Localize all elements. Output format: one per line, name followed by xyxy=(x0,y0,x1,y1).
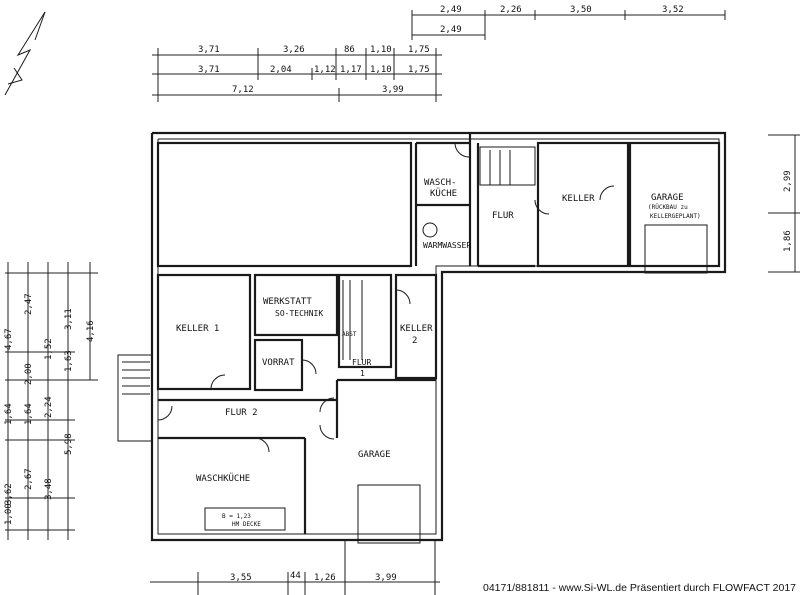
north-arrow-icon xyxy=(4,11,46,96)
room-label-vorrat: VORRAT xyxy=(262,358,295,368)
dim-label: 2,49 xyxy=(440,25,462,35)
dimension-top: 3,71 3,26 86 1,10 1,75 3,71 2,04 1,12 1,… xyxy=(152,45,442,102)
dim-label: 3,71 xyxy=(198,45,220,55)
room-label-keller-1: KELLER 1 xyxy=(176,324,219,334)
dim-label: 3,71 xyxy=(198,65,220,75)
dim-label: 1,12 xyxy=(314,65,336,75)
dim-label: 1,75 xyxy=(408,45,430,55)
door-swings xyxy=(157,142,615,453)
room-label-keller-top: KELLER xyxy=(562,194,595,204)
dim-label: 2,24 xyxy=(44,396,54,418)
room-label-flur-top: FLUR xyxy=(492,211,514,221)
dim-label: 2,04 xyxy=(270,65,292,75)
dim-label: 1,26 xyxy=(314,573,336,583)
room-label-flur-2: FLUR 2 xyxy=(225,408,258,418)
dim-label: 3,50 xyxy=(570,5,592,15)
dim-label: 86 xyxy=(344,45,355,55)
dim-label: 5,98 xyxy=(64,433,74,455)
dim-label: 3,99 xyxy=(375,573,397,583)
dim-label: 3,11 xyxy=(64,308,74,330)
room-label-flur-1-num: 1 xyxy=(360,369,365,378)
dim-label: 1,64 xyxy=(4,403,14,425)
dim-label: 3,55 xyxy=(230,573,252,583)
dim-label: 1,75 xyxy=(408,65,430,75)
dim-label: 2,26 xyxy=(500,5,522,15)
dim-label: 1,86 xyxy=(783,230,793,252)
outer-walls xyxy=(150,131,727,542)
dim-label: 2,47 xyxy=(24,293,34,315)
room-label-warmwasser: WARMWASSER xyxy=(423,241,471,250)
dim-label: 3,99 xyxy=(382,85,404,95)
dim-label: 3,52 xyxy=(662,5,684,15)
dim-label: 1,10 xyxy=(370,45,392,55)
room-label-flur-1: FLUR xyxy=(352,358,371,367)
room-label-keller-2-num: 2 xyxy=(412,336,417,346)
room-label-werkstatt: WERKSTATT xyxy=(263,297,312,307)
room-label-keller-2: KELLER xyxy=(400,324,433,334)
dim-label: 3,48 xyxy=(44,478,54,500)
dim-label: 2,67 xyxy=(24,468,34,490)
room-note: (RÜCKBAU zu xyxy=(648,204,688,211)
dim-label: 4,67 xyxy=(4,328,14,350)
room-label-waschkueche-top: WASCH- xyxy=(424,178,457,188)
room-note: KELLERGEPLANT) xyxy=(650,213,701,220)
room-label-garage-top: GARAGE xyxy=(651,193,684,203)
dimension-right: 2,99 1,86 xyxy=(768,134,800,273)
room-label-waschkueche-top-2: KÜCHE xyxy=(430,188,457,199)
dim-label: 2,00 xyxy=(24,363,34,385)
dimension-bottom: 3,55 44 1,26 3,99 xyxy=(150,571,440,595)
dim-label: 1,64 xyxy=(24,403,34,425)
interior-walls xyxy=(117,133,721,595)
room-note: B = 1,23 xyxy=(222,513,251,520)
dim-label: 2,49 xyxy=(440,5,462,15)
room-label-waschkueche-bottom: WASCHKÜCHE xyxy=(196,473,250,484)
dim-label: 1,63 xyxy=(64,350,74,372)
dim-label: 3,62 xyxy=(4,483,14,505)
dim-label: 7,12 xyxy=(232,85,254,95)
footer-credit: 04171/881811 - www.Si-WL.de Präsentiert … xyxy=(480,582,798,594)
dim-label: 3,26 xyxy=(283,45,305,55)
dim-label: 1,00 xyxy=(4,503,14,525)
room-label-so-technik: SO-TECHNIK xyxy=(275,309,323,318)
dim-label: 44 xyxy=(290,571,301,581)
dim-label: 1,17 xyxy=(340,65,362,75)
dimension-top-right: 2,49 2,26 3,50 3,52 2,49 xyxy=(411,5,726,40)
dimension-left: 4,67 1,64 3,62 1,00 2,47 2,00 1,64 2,67 … xyxy=(4,262,98,540)
dim-label: 1,52 xyxy=(44,338,54,360)
room-labels: WASCH- KÜCHE FLUR KELLER GARAGE (RÜCKBAU… xyxy=(176,178,701,528)
room-note: HM DECKE xyxy=(232,521,261,528)
dim-label: 2,99 xyxy=(783,170,793,192)
room-label-garage-main: GARAGE xyxy=(358,450,391,460)
room-label-abst: ABST xyxy=(342,331,357,338)
dim-label: 1,10 xyxy=(370,65,392,75)
dim-label: 4,16 xyxy=(86,320,96,342)
